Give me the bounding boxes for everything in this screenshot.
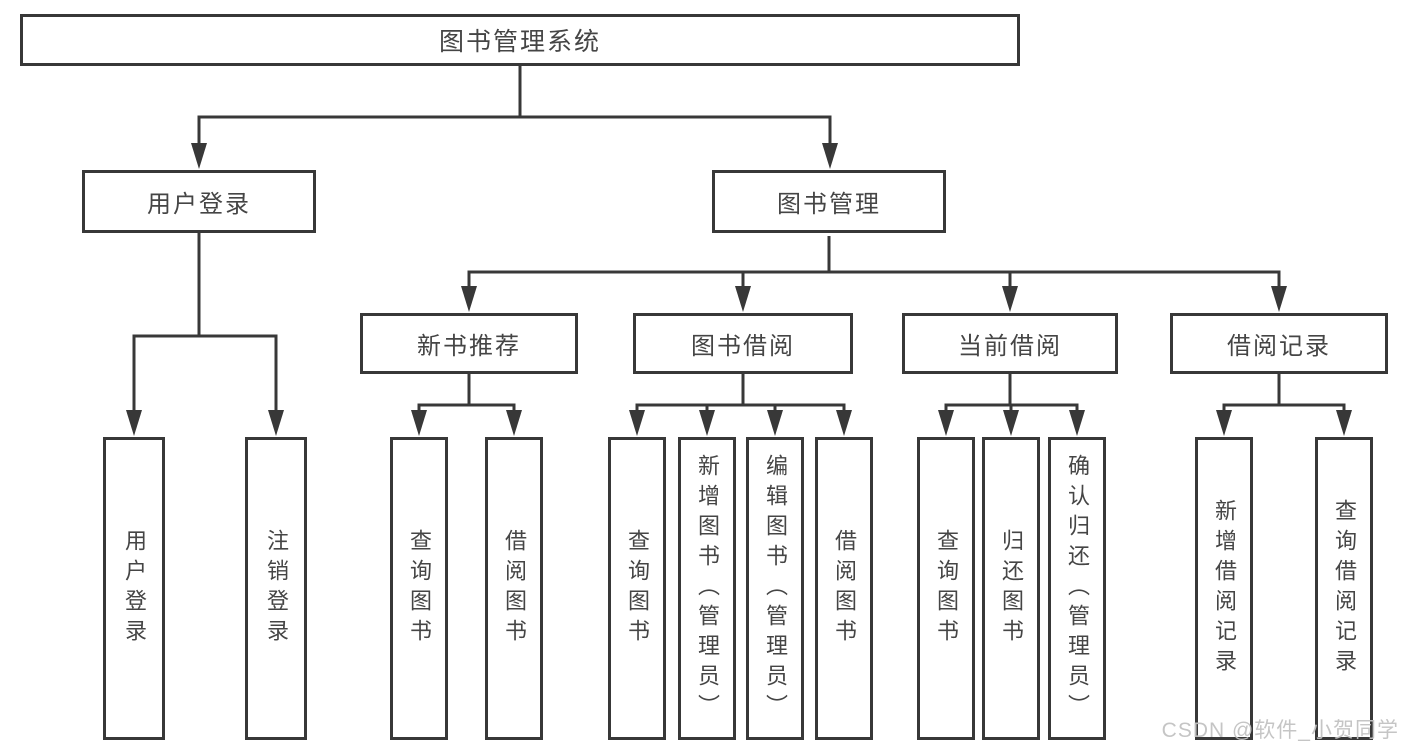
node-book-management: 图书管理 (712, 170, 946, 233)
leaf-records-add-record-label: 新增借阅记录 (1212, 498, 1237, 679)
leaf-borrowing-query-books: 查询图书 (608, 437, 666, 740)
leaf-user-login: 用户登录 (103, 437, 165, 740)
leaf-logout: 注销登录 (245, 437, 307, 740)
leaf-borrowing-add-books-admin: 新增图书（管理员） (678, 437, 736, 740)
leaf-current-query-books-label: 查询图书 (934, 528, 959, 649)
node-user-login: 用户登录 (82, 170, 316, 233)
leaf-recommend-query-books: 查询图书 (390, 437, 448, 740)
leaf-records-query-record: 查询借阅记录 (1315, 437, 1373, 740)
leaf-current-query-books: 查询图书 (917, 437, 975, 740)
leaf-logout-label: 注销登录 (264, 528, 289, 649)
node-book-borrowing: 图书借阅 (633, 313, 853, 374)
node-current-borrowing: 当前借阅 (902, 313, 1118, 374)
leaf-current-return-books-label: 归还图书 (999, 528, 1024, 649)
csdn-watermark: CSDN @软件_小贺同学 (1161, 719, 1399, 742)
leaf-recommend-borrow-books: 借阅图书 (485, 437, 543, 740)
leaf-recommend-query-books-label: 查询图书 (407, 528, 432, 649)
leaf-borrowing-query-books-label: 查询图书 (625, 528, 650, 649)
leaf-current-return-books: 归还图书 (982, 437, 1040, 740)
leaf-records-query-record-label: 查询借阅记录 (1332, 498, 1357, 679)
leaf-borrowing-borrow-books-label: 借阅图书 (832, 528, 857, 649)
leaf-records-add-record: 新增借阅记录 (1195, 437, 1253, 740)
leaf-borrowing-add-books-admin-label: 新增图书（管理员） (695, 453, 720, 724)
root-node-book-management-system: 图书管理系统 (20, 14, 1020, 66)
leaf-recommend-borrow-books-label: 借阅图书 (502, 528, 527, 649)
leaf-borrowing-edit-books-admin: 编辑图书（管理员） (746, 437, 804, 740)
leaf-current-confirm-return-admin-label: 确认归还（管理员） (1065, 453, 1090, 724)
leaf-borrowing-edit-books-admin-label: 编辑图书（管理员） (763, 453, 788, 724)
leaf-user-login-label: 用户登录 (122, 528, 147, 649)
leaf-borrowing-borrow-books: 借阅图书 (815, 437, 873, 740)
node-new-book-recommend: 新书推荐 (360, 313, 578, 374)
node-borrowing-records: 借阅记录 (1170, 313, 1388, 374)
leaf-current-confirm-return-admin: 确认归还（管理员） (1048, 437, 1106, 740)
